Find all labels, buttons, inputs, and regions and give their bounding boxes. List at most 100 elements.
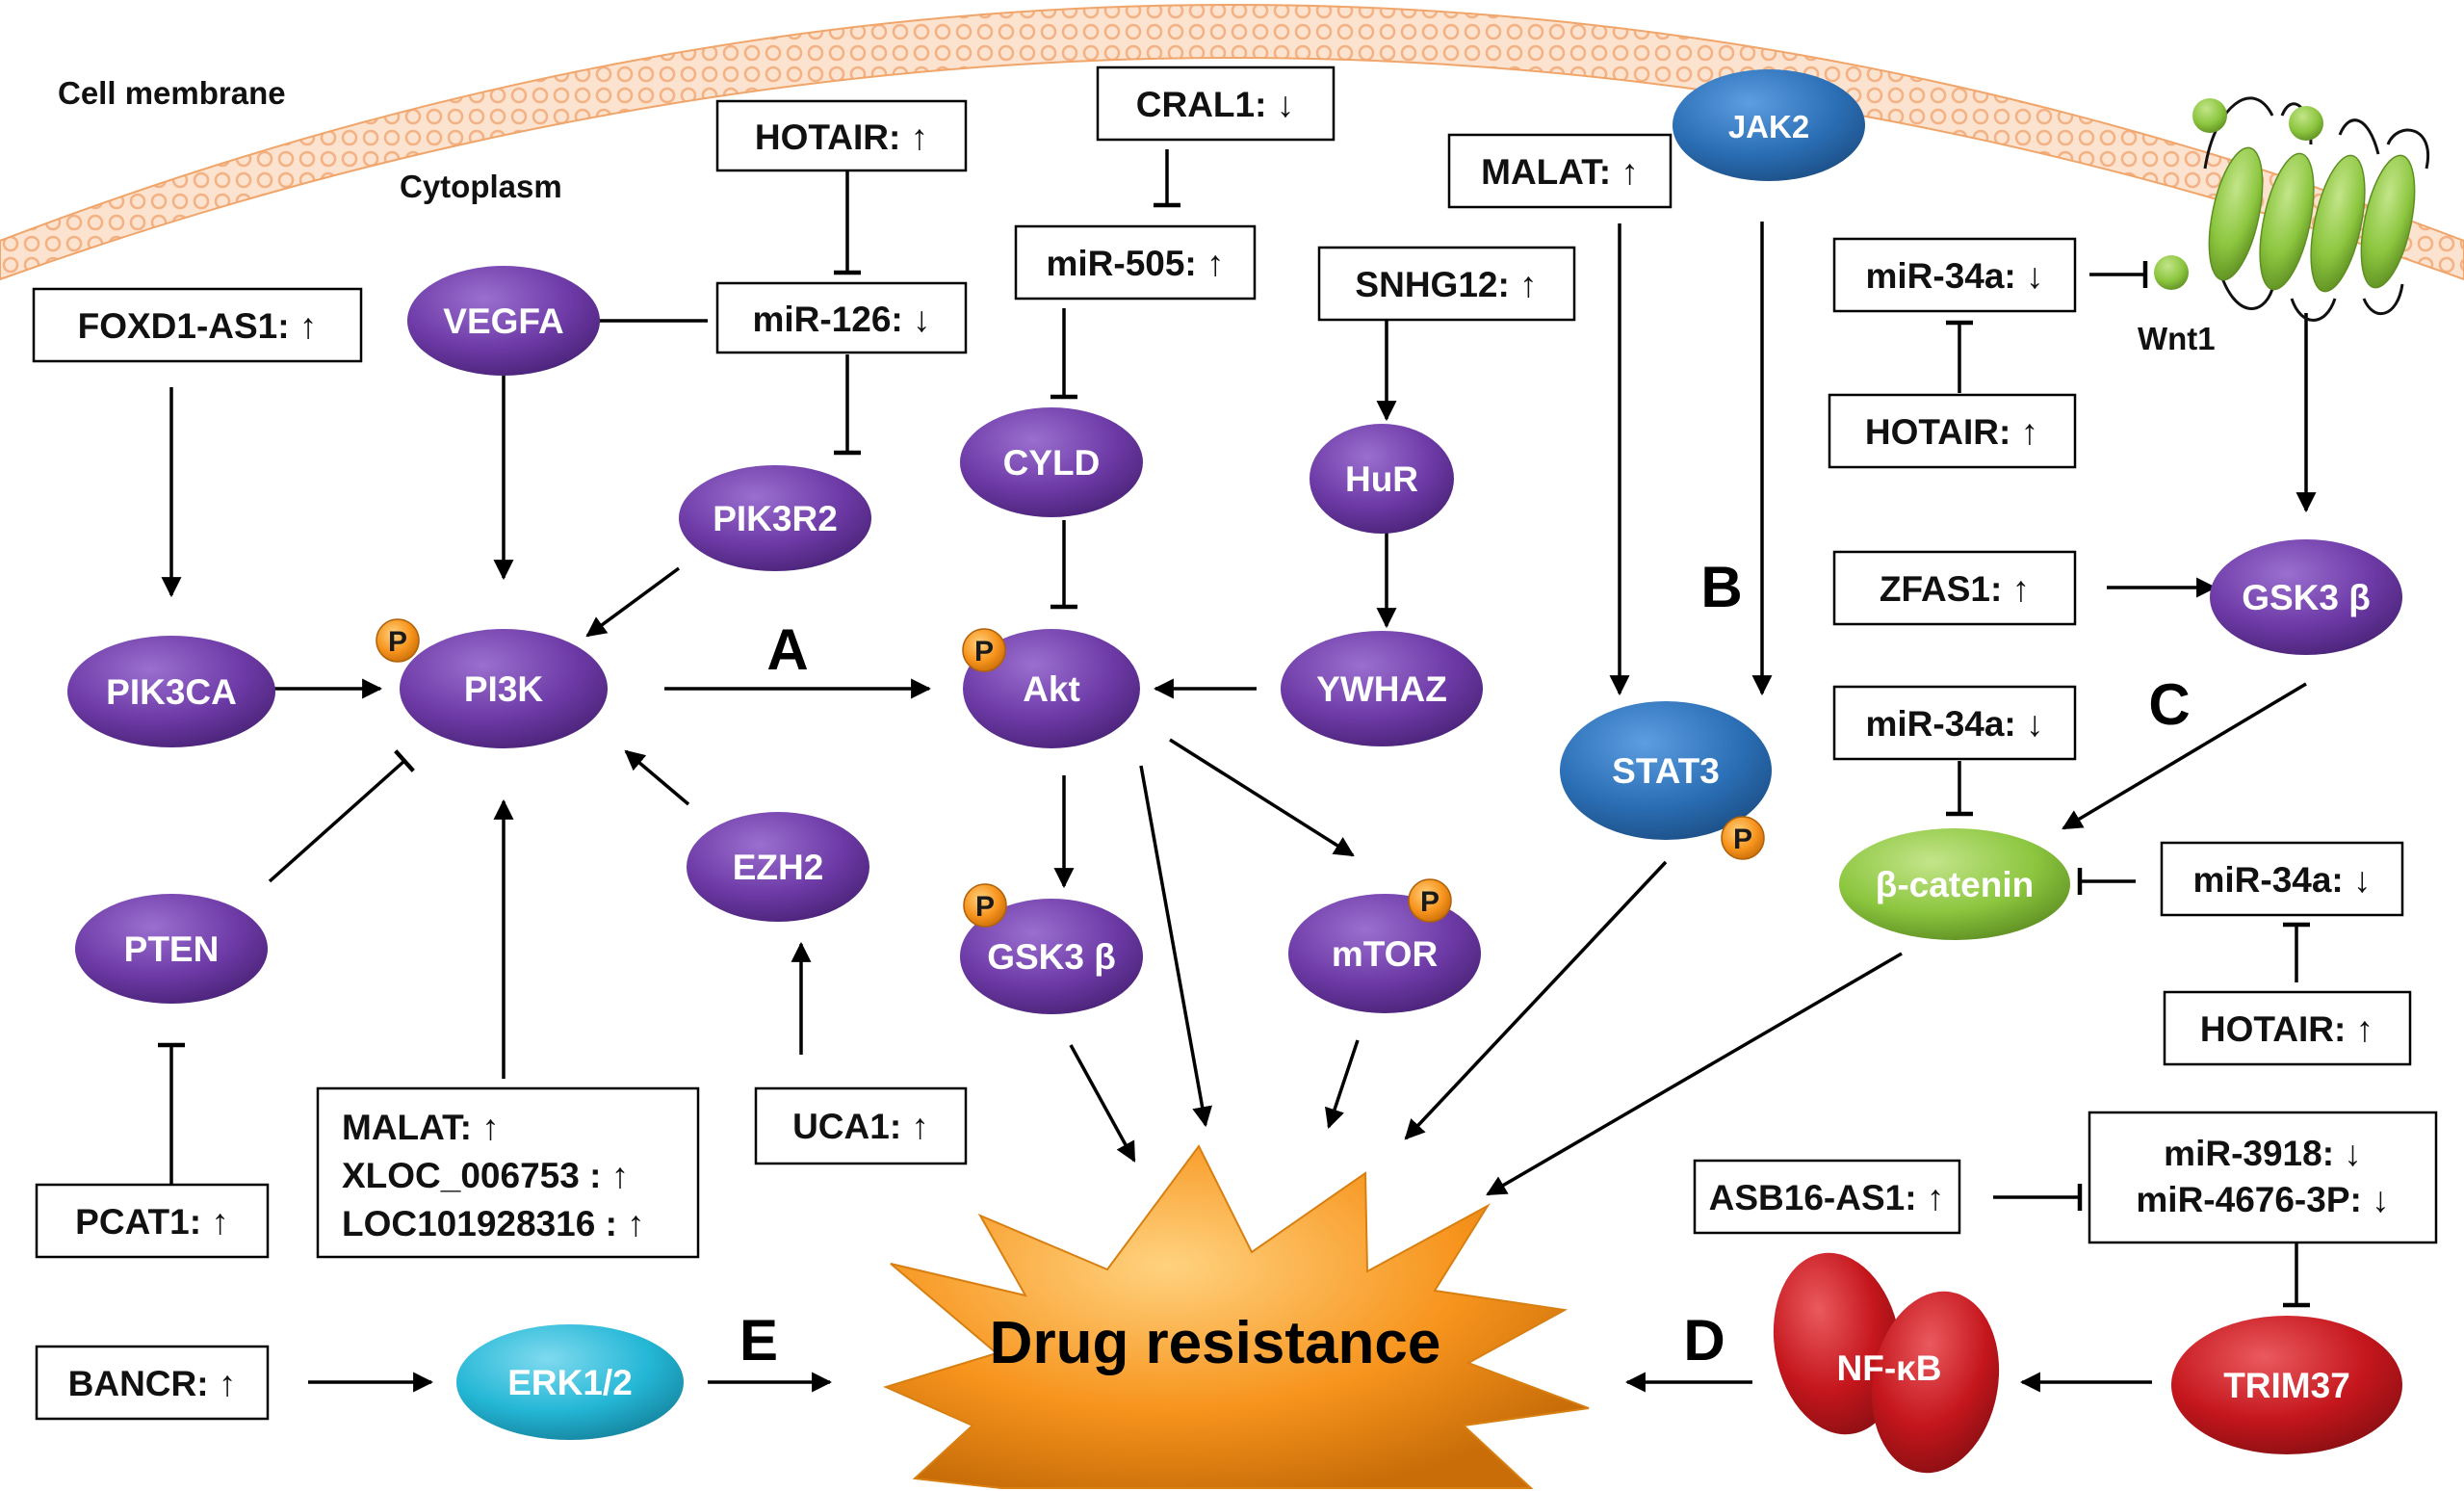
box-multi-line-2: XLOC_006753 : ↑ [342, 1156, 629, 1195]
node-hur: HuR [1310, 424, 1454, 534]
node-akt: Akt [963, 629, 1140, 748]
node-ezh2: EZH2 [687, 812, 869, 922]
phospho-gsk3b: P [963, 883, 1007, 928]
node-gsk3b-2: GSK3 β [2210, 539, 2402, 655]
node-pik3r2: PIK3R2 [679, 465, 871, 571]
edge-pik3r2-pi3k [585, 566, 681, 638]
cytoplasm-label: Cytoplasm [400, 169, 562, 204]
box-asb16: ASB16-AS1: ↑ [1693, 1159, 1961, 1235]
box-bancr: BANCR: ↑ [35, 1345, 270, 1421]
node-trim37: TRIM37 [2171, 1316, 2402, 1454]
box-mir126-label: miR-126: ↓ [752, 300, 930, 339]
phospho-akt: P [962, 628, 1006, 672]
box-mir3918-line-2: miR-4676-3P: ↓ [2136, 1180, 2389, 1219]
node-pik3ca: PIK3CA [67, 636, 275, 747]
box-hotair-3: HOTAIR: ↑ [2163, 990, 2412, 1066]
node-vegfa-label: VEGFA [443, 301, 563, 341]
box-asb16-label: ASB16-AS1: ↑ [1709, 1178, 1945, 1217]
node-bcatenin-label: β-catenin [1876, 865, 2034, 904]
box-mir505-label: miR-505: ↑ [1046, 244, 1224, 283]
node-pik3r2-label: PIK3R2 [713, 499, 838, 538]
node-gsk3b-1: GSK3 β [960, 899, 1143, 1014]
edge-akt-mtor [1169, 738, 1355, 857]
node-ywhaz-label: YWHAZ [1316, 669, 1447, 709]
node-stat3: STAT3 [1560, 701, 1772, 840]
box-mir3918: miR-3918: ↓ miR-4676-3P: ↓ [2088, 1111, 2438, 1244]
box-malat-1: MALAT: ↑ [1447, 133, 1673, 209]
box-malat-1-label: MALAT: ↑ [1481, 152, 1639, 192]
box-mir34a-3: miR-34a: ↓ [2160, 841, 2404, 917]
phospho-mtor-label: P [1420, 886, 1439, 918]
phospho-gsk3b-label: P [975, 891, 995, 923]
box-zfas1: ZFAS1: ↑ [1832, 550, 2077, 626]
node-hur-label: HuR [1345, 459, 1418, 499]
box-mir34a-3-label: miR-34a: ↓ [2192, 860, 2371, 900]
node-mtor: mTOR [1288, 894, 1481, 1013]
node-nfkb-label: NF-κB [1837, 1348, 1942, 1388]
phospho-pi3k-label: P [388, 626, 407, 658]
phospho-mtor: P [1408, 878, 1452, 923]
box-foxd1: FOXD1-AS1: ↑ [32, 287, 363, 363]
node-jak2: JAK2 [1673, 69, 1865, 181]
node-pi3k: PI3K [400, 629, 608, 748]
box-mir126: miR-126: ↓ [715, 281, 968, 354]
cell-membrane [0, 4, 2464, 281]
pathway-label-d: D [1683, 1308, 1725, 1373]
node-erk: ERK1/2 [456, 1324, 684, 1440]
edge-ezh2-pi3k [624, 749, 690, 806]
pathway-label-a: A [766, 617, 808, 682]
edge-bcatenin-drug [1486, 952, 1903, 1196]
box-multi-line-3: LOC101928316 : ↑ [342, 1204, 645, 1243]
box-uca1-label: UCA1: ↑ [792, 1107, 929, 1146]
drug-resistance-burst [883, 1144, 1590, 1489]
node-vegfa: VEGFA [407, 266, 600, 376]
node-ezh2-label: EZH2 [733, 848, 824, 887]
box-snhg12-label: SNHG12: ↑ [1355, 265, 1537, 304]
box-hotair-3-label: HOTAIR: ↑ [2200, 1009, 2373, 1049]
box-pcat1: PCAT1: ↑ [35, 1183, 270, 1259]
box-uca1: UCA1: ↑ [754, 1086, 968, 1165]
node-trim37-label: TRIM37 [2223, 1366, 2350, 1405]
node-cyld: CYLD [960, 407, 1143, 517]
node-jak2-label: JAK2 [1728, 109, 1809, 144]
phospho-pi3k: P [376, 618, 420, 663]
node-cyld-label: CYLD [1003, 443, 1101, 483]
node-gsk3b-1-label: GSK3 β [987, 937, 1116, 977]
box-cral1-label: CRAL1: ↓ [1136, 85, 1294, 124]
box-multi-lncrna: MALAT: ↑ XLOC_006753 : ↑ LOC101928316 : … [316, 1086, 700, 1259]
edge-stat3-drug [1404, 860, 1668, 1140]
node-erk-label: ERK1/2 [507, 1363, 633, 1402]
phospho-stat3-label: P [1733, 824, 1752, 855]
phospho-akt-label: P [974, 636, 994, 667]
node-gsk3b-2-label: GSK3 β [2242, 578, 2371, 617]
box-zfas1-label: ZFAS1: ↑ [1880, 569, 2030, 609]
box-cral1: CRAL1: ↓ [1096, 65, 1336, 142]
box-mir34a-2-label: miR-34a: ↓ [1865, 704, 2043, 744]
node-pi3k-label: PI3K [464, 669, 544, 709]
box-snhg12: SNHG12: ↑ [1317, 246, 1576, 322]
box-hotair-2-label: HOTAIR: ↑ [1865, 412, 2038, 452]
node-pik3ca-label: PIK3CA [106, 672, 237, 712]
box-multi-line-1: MALAT: ↑ [342, 1108, 500, 1147]
box-mir505: miR-505: ↑ [1014, 224, 1257, 301]
box-foxd1-label: FOXD1-AS1: ↑ [78, 306, 318, 346]
edge-gsk3b-bcatenin [2062, 682, 2307, 830]
node-pten-label: PTEN [124, 929, 220, 969]
node-bcatenin: β-catenin [1839, 828, 2070, 940]
frizzled-receptor-icon [2192, 96, 2430, 322]
pathway-label-e: E [739, 1308, 778, 1373]
box-mir34a-1-label: miR-34a: ↓ [1865, 256, 2043, 296]
phospho-stat3: P [1721, 816, 1765, 860]
edge-mtor-drug [1325, 1039, 1360, 1129]
wnt1-ligand: Wnt1 [2138, 255, 2216, 356]
box-pcat1-label: PCAT1: ↑ [75, 1202, 229, 1242]
pathway-label-b: B [1700, 555, 1742, 619]
node-ywhaz: YWHAZ [1281, 631, 1483, 746]
node-pten: PTEN [75, 894, 268, 1004]
box-hotair-1-label: HOTAIR: ↑ [755, 118, 928, 157]
box-mir34a-2: miR-34a: ↓ [1832, 685, 2077, 761]
box-mir34a-1: miR-34a: ↓ [1832, 237, 2077, 313]
drug-resistance-label: Drug resistance [990, 1310, 1441, 1376]
node-stat3-label: STAT3 [1612, 751, 1720, 791]
wnt1-label: Wnt1 [2138, 321, 2216, 356]
